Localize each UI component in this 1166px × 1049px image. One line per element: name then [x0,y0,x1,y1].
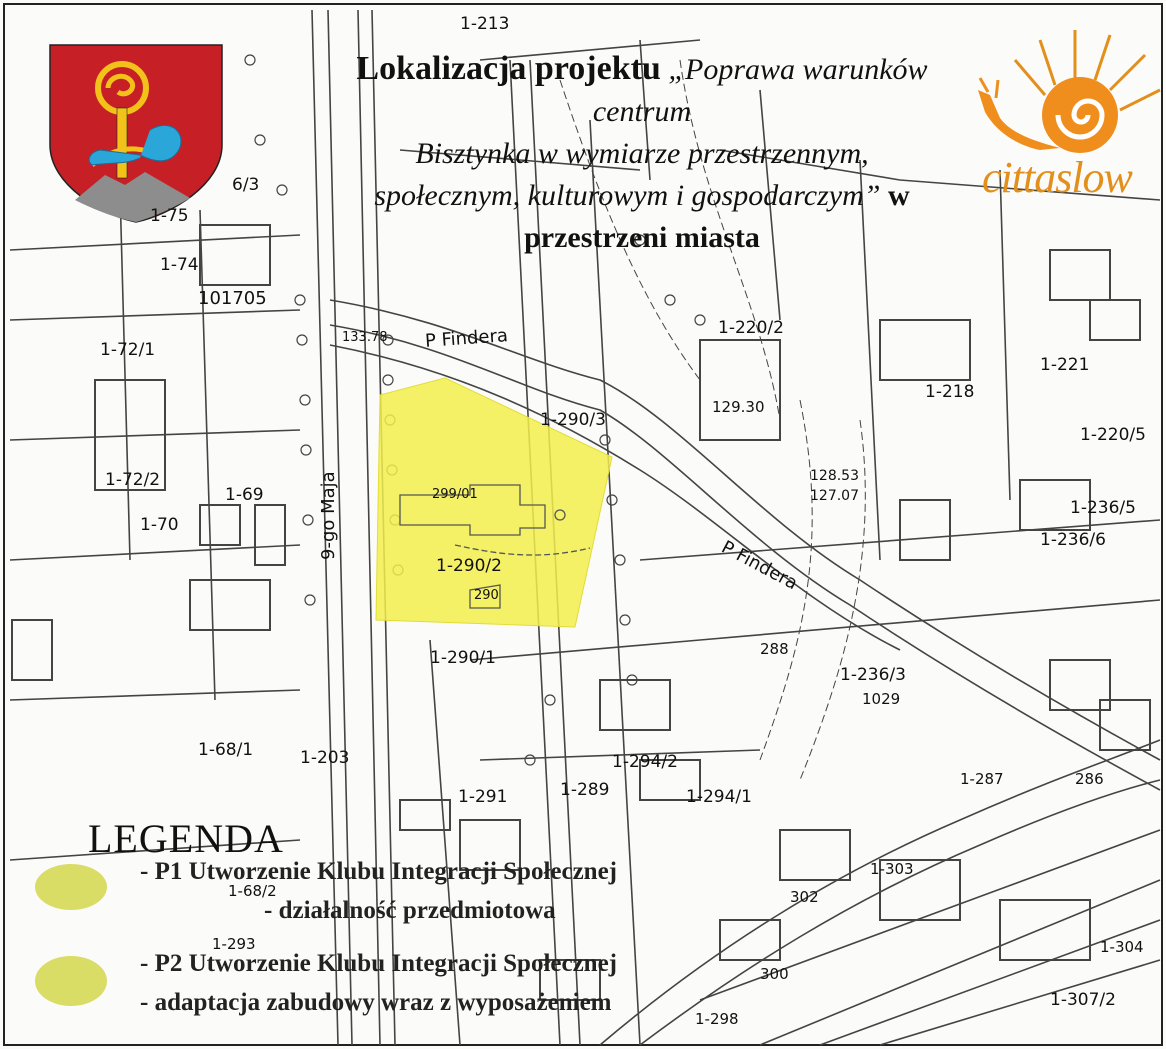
parcel-label: 1-213 [460,14,510,34]
parcel-label: 1-289 [560,780,610,800]
parcel-label: 1-307/2 [1050,990,1116,1010]
parcel-label: 290 [474,588,499,603]
parcel-label: 1-218 [925,382,975,402]
parcel-label: 1-294/1 [686,787,752,807]
parcel-label: 288 [760,640,789,658]
title-project-open: „Poprawa warunków centrum [592,53,928,128]
parcel-label: 1-293 [212,935,256,953]
parcel-label: 1-75 [150,206,189,226]
parcel-label: 1-72/2 [105,470,161,490]
elevation-label: 133.78 [342,330,388,345]
parcel-label: 1-69 [225,485,264,505]
parcel-label: 1-291 [458,787,508,807]
elevation-label: 128.53 [810,468,859,484]
parcel-label: 1029 [862,690,901,708]
title-suffix-w: w [887,179,910,212]
parcel-label: 1-70 [140,515,179,535]
elevation-label: 127.07 [810,488,859,504]
parcel-label: 1-221 [1040,355,1090,375]
title-prefix: Lokalizacja projektu [356,50,661,87]
legend-item-p1-line1: - P1 Utworzenie Klubu Integracji Społecz… [140,858,618,885]
parcel-label: 1-290/2 [436,556,502,576]
cittaslow-snail-logo [978,30,1161,153]
parcel-label: 1-294/2 [612,752,678,772]
street-label-maja: 9-go Maja [318,471,339,560]
parcel-label: 1-68/2 [228,882,277,900]
parcel-label: 1-290/1 [430,648,496,668]
parcel-label: 1-304 [1100,938,1144,956]
title-project-mid: Bisztynka w wymiarze przestrzennym, [415,137,869,170]
elevation-label: 129.30 [712,398,765,416]
parcel-label: 6/3 [232,175,260,195]
parcel-label: 300 [760,965,789,983]
parcel-label: 1-236/5 [1070,498,1136,518]
parcel-label: 1-236/3 [840,665,906,685]
legend-item-p1-line2: - działalność przedmiotowa [264,897,556,924]
map-linework [3,3,1163,1046]
parcel-label: 299/01 [432,487,478,502]
parcel-label: 101705 [198,288,267,309]
cittaslow-logo-text: cittaslow [982,153,1133,202]
parcel-label: 1-236/6 [1040,530,1106,550]
parcel-label: 1-298 [695,1010,739,1028]
parcel-label: 1-72/1 [100,340,156,360]
church-outline [399,484,591,609]
parcel-label: 1-203 [300,748,350,768]
project-area-highlight [375,377,613,628]
legend-swatch-p2 [35,956,107,1006]
legend-item-p2-line2: - adaptacja zabudowy wraz z wyposażeniem [140,989,612,1016]
title-project-end: społecznym, kulturowym i gospodarczym” [374,179,881,212]
legend-item-p2-line1: - P2 Utworzenie Klubu Integracji Społecz… [140,950,618,977]
parcel-label: 1-220/5 [1080,425,1146,445]
parcel-label: 286 [1075,770,1104,788]
parcel-label: 302 [790,888,819,906]
map-title: Lokalizacja projektu „Poprawa warunków c… [312,48,972,259]
legend-title: LEGENDA [88,816,284,861]
parcel-label: 1-74 [160,255,199,275]
parcel-label: 1-68/1 [198,740,254,760]
parcel-label: 1-287 [960,770,1004,788]
parcel-label: 1-290/3 [540,410,606,430]
coat-of-arms-logo [49,44,223,223]
parcel-label: 1-303 [870,860,914,878]
legend-swatch-p1 [35,864,107,910]
parcel-label: 1-220/2 [718,318,784,338]
title-suffix: przestrzeni miasta [524,221,760,254]
